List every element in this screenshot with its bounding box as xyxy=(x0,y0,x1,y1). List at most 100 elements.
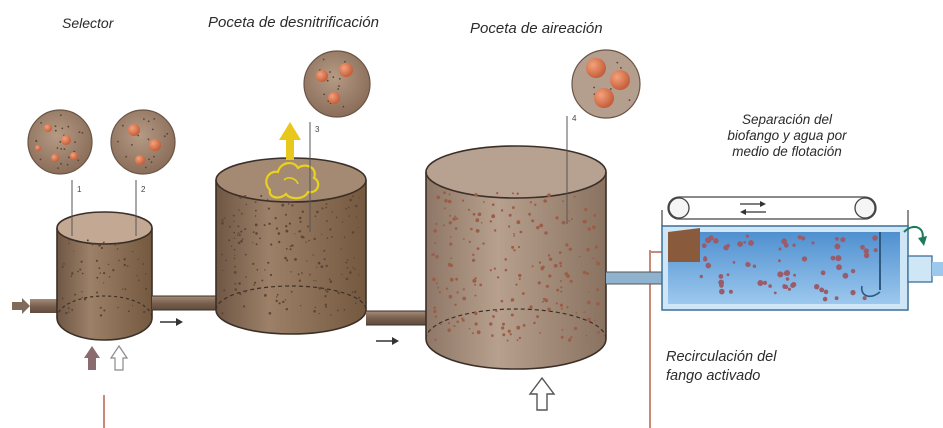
sludge-speck xyxy=(468,327,471,330)
sludge-speck xyxy=(264,269,266,271)
magnifier-speck xyxy=(163,135,166,138)
sludge-speck xyxy=(284,299,287,301)
inlet-bottom-arrows xyxy=(84,344,129,371)
sludge-speck xyxy=(298,216,302,220)
sludge-speck xyxy=(285,225,288,228)
sludge-speck xyxy=(472,212,476,216)
sludge-speck xyxy=(474,283,477,286)
sludge-speck xyxy=(313,237,316,241)
sludge-speck xyxy=(240,240,243,243)
magnifier-speck xyxy=(628,99,631,101)
sludge-speck xyxy=(573,195,576,198)
sludge-speck xyxy=(512,192,514,195)
sludge-speck xyxy=(570,336,573,339)
magnifier-speck xyxy=(59,114,62,117)
sludge-speck xyxy=(138,279,140,282)
floc xyxy=(51,154,59,162)
sludge-speck xyxy=(502,322,505,326)
aeration-tank xyxy=(425,145,607,370)
magnifier-speck xyxy=(35,140,38,143)
sludge-speck xyxy=(713,238,719,244)
sludge-speck xyxy=(443,191,446,195)
sludge-speck xyxy=(268,312,272,315)
sludge-speck xyxy=(518,273,522,278)
sludge-speck xyxy=(539,223,544,228)
sludge-speck xyxy=(479,283,483,287)
sludge-speck xyxy=(561,220,566,225)
sludge-speck xyxy=(354,204,358,208)
sludge-speck xyxy=(83,298,87,301)
magnifier-speck xyxy=(74,141,76,144)
magnifier-speck xyxy=(150,161,153,164)
sludge-speck xyxy=(595,260,598,263)
sludge-speck xyxy=(518,278,521,280)
sludge-speck xyxy=(68,238,70,241)
sludge-speck xyxy=(467,208,471,211)
sludge-speck xyxy=(286,259,289,262)
sludge-speck xyxy=(726,273,730,277)
sludge-speck xyxy=(312,254,314,256)
magnifier-speck xyxy=(67,125,70,128)
magnifier-speck xyxy=(151,128,154,131)
sludge-speck xyxy=(584,208,588,212)
sludge-speck xyxy=(863,252,870,259)
sludge-speck xyxy=(453,324,456,328)
sludge-speck xyxy=(348,206,350,209)
sludge-speck xyxy=(773,291,777,295)
magnifier-speck xyxy=(593,86,595,89)
floc xyxy=(70,152,78,160)
sludge-speck xyxy=(728,289,733,294)
sludge-speck xyxy=(482,242,485,245)
sludge-speck xyxy=(474,277,477,280)
magnifier-speck xyxy=(57,167,59,170)
sludge-speck xyxy=(114,244,116,246)
magnifier-speck xyxy=(117,140,119,143)
sludge-speck xyxy=(323,258,326,261)
sludge-speck xyxy=(842,272,849,279)
sludge-speck xyxy=(456,320,460,324)
sludge-speck xyxy=(436,195,441,200)
sludge-speck xyxy=(531,265,534,268)
sludge-speck xyxy=(434,315,438,318)
sludge-speck xyxy=(597,331,600,334)
sludge-speck xyxy=(586,300,591,305)
sludge-speck xyxy=(267,198,269,200)
sludge-speck xyxy=(592,225,596,230)
sludge-speck xyxy=(117,243,119,246)
sludge-speck xyxy=(309,273,311,276)
sludge-speck xyxy=(285,308,288,311)
sludge-speck xyxy=(512,206,515,210)
sludge-speck xyxy=(559,303,564,307)
sludge-speck xyxy=(278,302,281,305)
sludge-speck xyxy=(450,257,453,260)
sludge-speck xyxy=(348,215,350,217)
sludge-speck xyxy=(719,283,724,288)
magnifier-speck xyxy=(322,58,325,61)
sludge-speck xyxy=(107,263,110,266)
sludge-speck xyxy=(352,266,354,269)
sludge-speck xyxy=(448,193,451,196)
sludge-speck xyxy=(225,259,227,262)
sludge-speck xyxy=(254,215,257,217)
sludge-speck xyxy=(448,294,453,299)
sludge-speck xyxy=(508,225,511,228)
magnifier-speck xyxy=(60,148,63,150)
sludge-speck xyxy=(583,311,586,313)
magnifier-speck xyxy=(60,162,62,165)
sludge-speck xyxy=(274,217,277,220)
sludge-speck xyxy=(449,263,453,268)
sludge-speck xyxy=(306,225,309,228)
sludge-speck xyxy=(531,219,535,223)
sludge-speck xyxy=(559,280,562,282)
nitrogen-gas-icon xyxy=(265,122,320,200)
sludge-speck xyxy=(96,276,99,279)
sludge-speck xyxy=(308,239,310,242)
sludge-speck xyxy=(300,235,304,239)
sludge-speck xyxy=(123,258,126,261)
sludge-speck xyxy=(719,288,725,295)
sludge-speck xyxy=(306,260,308,262)
sludge-speck xyxy=(345,207,348,210)
sludge-speck xyxy=(475,218,480,223)
sludge-speck xyxy=(800,236,806,241)
